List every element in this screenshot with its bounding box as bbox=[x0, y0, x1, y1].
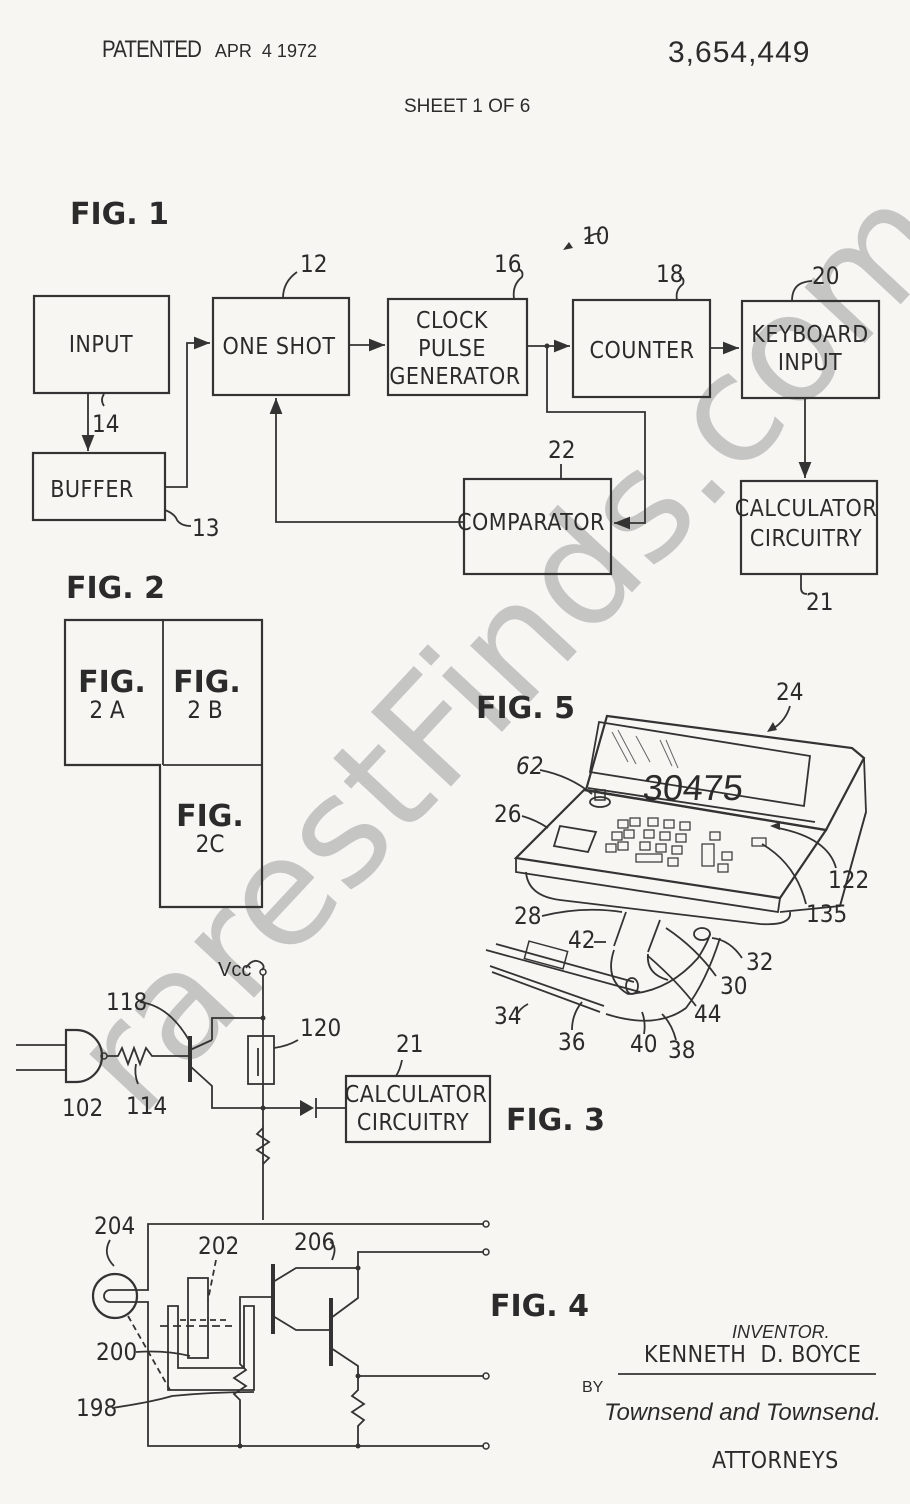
block-comparator: COMPARATOR 22 bbox=[457, 436, 613, 576]
svg-text:114: 114 bbox=[126, 1092, 167, 1120]
block-counter: COUNTER 18 bbox=[571, 260, 712, 399]
vcc-label: Vcc bbox=[218, 959, 251, 981]
block-clock-pulse-generator: CLOCK PULSE GENERATOR 16 bbox=[386, 250, 529, 397]
fig2-panel-2a: FIG. 2 A bbox=[78, 665, 146, 724]
svg-text:206: 206 bbox=[294, 1228, 335, 1256]
svg-text:13: 13 bbox=[192, 514, 219, 542]
svg-text:44: 44 bbox=[694, 1000, 721, 1028]
svg-text:CLOCK: CLOCK bbox=[416, 308, 488, 334]
fig4-circuit: 204 202 200 198 bbox=[76, 1212, 490, 1450]
svg-text:FIG.: FIG. bbox=[176, 799, 244, 834]
block-buffer: BUFFER 13 bbox=[31, 451, 219, 542]
svg-text:36: 36 bbox=[558, 1028, 585, 1056]
sheet-number: SHEET 1 OF 6 bbox=[404, 96, 531, 117]
svg-text:2 A: 2 A bbox=[89, 696, 125, 724]
svg-text:2 B: 2 B bbox=[187, 696, 222, 724]
svg-text:21: 21 bbox=[396, 1030, 423, 1058]
system-ref-10: 10 bbox=[563, 222, 609, 250]
svg-text:38: 38 bbox=[668, 1036, 695, 1064]
patented-label: PATENTED bbox=[102, 36, 202, 63]
fig2-panel-2c: FIG. 2C bbox=[176, 799, 244, 858]
svg-text:34: 34 bbox=[494, 1002, 521, 1030]
block-input: INPUT bbox=[32, 294, 171, 395]
svg-text:102: 102 bbox=[62, 1094, 103, 1122]
display-readout: 30475 bbox=[641, 767, 745, 808]
svg-text:26: 26 bbox=[494, 800, 521, 828]
svg-text:INPUT: INPUT bbox=[69, 332, 133, 358]
svg-text:32: 32 bbox=[746, 948, 773, 976]
connector-clock-comparator bbox=[546, 346, 646, 530]
svg-text:CIRCUITRY: CIRCUITRY bbox=[357, 1110, 469, 1136]
svg-text:12: 12 bbox=[300, 250, 327, 278]
patent-number: 3,654,449 bbox=[668, 36, 811, 69]
svg-text:22: 22 bbox=[548, 436, 575, 464]
svg-text:COMPARATOR: COMPARATOR bbox=[457, 510, 605, 536]
ref-14: 14 bbox=[92, 410, 119, 438]
svg-text:FIG.: FIG. bbox=[78, 665, 146, 700]
block-one-shot: ONE SHOT 12 bbox=[211, 250, 351, 397]
connector-comparator-oneshot bbox=[269, 398, 464, 523]
attorneys-label: ATTORNEYS bbox=[712, 1448, 839, 1474]
svg-text:BUFFER: BUFFER bbox=[50, 477, 134, 503]
svg-text:KEYBOARD: KEYBOARD bbox=[751, 322, 868, 348]
svg-text:INPUT: INPUT bbox=[778, 350, 842, 376]
svg-text:GENERATOR: GENERATOR bbox=[389, 364, 520, 390]
svg-text:COUNTER: COUNTER bbox=[590, 338, 695, 364]
signature-block: INVENTOR. KENNETH D. BOYCE BY Townsend a… bbox=[582, 1322, 881, 1474]
svg-text:40: 40 bbox=[630, 1030, 657, 1058]
block-calculator-circuitry: CALCULATOR CIRCUITRY 21 bbox=[735, 479, 879, 616]
svg-text:FIG.: FIG. bbox=[173, 665, 241, 700]
fig3-circuit: Vcc 120 102 114 118 bbox=[16, 959, 492, 1220]
attorney-signature: Townsend and Townsend. bbox=[604, 1399, 881, 1426]
svg-text:21: 21 bbox=[806, 588, 833, 616]
svg-text:135: 135 bbox=[806, 900, 847, 928]
svg-text:204: 204 bbox=[94, 1212, 135, 1240]
inventor-name: KENNETH D. BOYCE bbox=[644, 1342, 861, 1368]
fig5-title: FIG. 5 bbox=[476, 691, 575, 726]
svg-text:42: 42 bbox=[568, 926, 595, 954]
svg-text:CIRCUITRY: CIRCUITRY bbox=[750, 526, 862, 552]
svg-text:122: 122 bbox=[828, 866, 869, 894]
svg-text:20: 20 bbox=[812, 262, 839, 290]
svg-text:200: 200 bbox=[96, 1338, 137, 1366]
fig4-title: FIG. 4 bbox=[490, 1289, 589, 1324]
svg-text:24: 24 bbox=[776, 678, 803, 706]
inventor-label: INVENTOR. bbox=[732, 1322, 830, 1342]
connector-buffer-oneshot bbox=[165, 336, 210, 488]
by-label: BY bbox=[582, 1379, 604, 1396]
svg-text:30: 30 bbox=[720, 972, 747, 1000]
fig1-title: FIG. 1 bbox=[70, 197, 169, 232]
svg-text:28: 28 bbox=[514, 902, 541, 930]
block-keyboard-input: KEYBOARD INPUT 20 bbox=[740, 262, 881, 400]
svg-text:198: 198 bbox=[76, 1394, 117, 1422]
svg-text:2C: 2C bbox=[196, 830, 225, 858]
fig3-title: FIG. 3 bbox=[506, 1103, 605, 1138]
fig2-layout: FIG. 2 A FIG. 2 B FIG. 2C bbox=[63, 618, 264, 909]
svg-text:10: 10 bbox=[582, 222, 609, 250]
svg-text:120: 120 bbox=[300, 1014, 341, 1042]
display-window bbox=[588, 720, 811, 808]
calculator-device-illustration: 24 30475 62 bbox=[485, 678, 869, 1064]
patented-date: APR 4 1972 bbox=[214, 41, 317, 61]
fig2-title: FIG. 2 bbox=[66, 571, 165, 606]
svg-text:ONE SHOT: ONE SHOT bbox=[222, 334, 335, 360]
patented-stamp: PATENTED APR 4 1972 bbox=[102, 36, 317, 64]
fig2-panel-2b: FIG. 2 B bbox=[173, 665, 241, 724]
svg-text:62: 62 bbox=[516, 752, 543, 780]
svg-text:CALCULATOR: CALCULATOR bbox=[345, 1082, 487, 1108]
svg-text:PULSE: PULSE bbox=[418, 336, 486, 362]
svg-text:202: 202 bbox=[198, 1232, 239, 1260]
keypad bbox=[605, 817, 767, 873]
svg-text:CALCULATOR: CALCULATOR bbox=[735, 496, 877, 522]
svg-text:18: 18 bbox=[656, 260, 683, 288]
svg-text:16: 16 bbox=[494, 250, 521, 278]
